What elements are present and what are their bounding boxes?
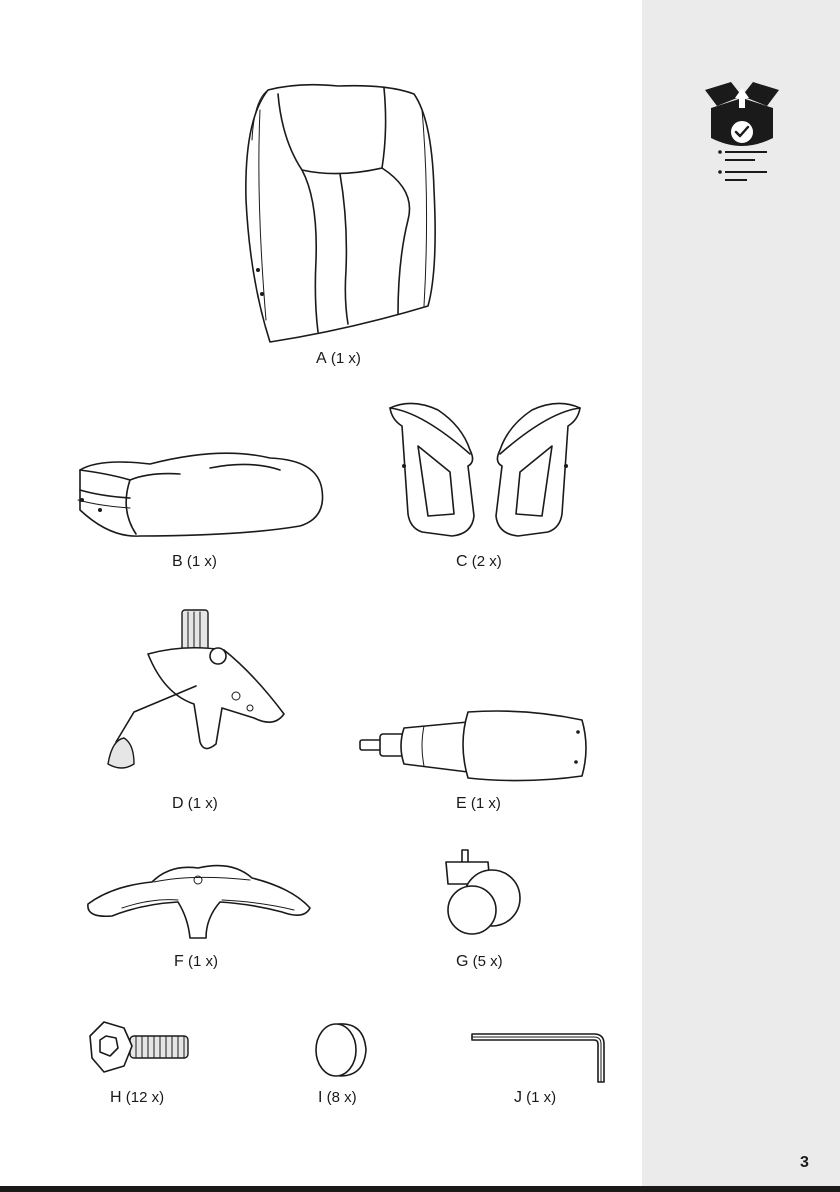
part-e-label: E (1 x) [456,795,501,813]
part-j-letter: J [514,1089,522,1106]
seat-illustration [70,440,326,540]
part-h-letter: H [110,1089,122,1106]
part-d-quantity: (1 x) [188,795,218,812]
part-e-gas-cylinder [356,702,592,788]
part-i-cap [314,1020,368,1080]
part-c-armrests [382,396,588,542]
hex-key-illustration [470,1030,610,1086]
part-a-letter: A [316,350,327,367]
star-base-illustration [82,858,314,944]
part-a-quantity: (1 x) [331,350,361,367]
part-d-label: D (1 x) [172,795,218,813]
page-number: 3 [800,1154,809,1172]
part-h-quantity: (12 x) [126,1089,164,1106]
part-b-letter: B [172,553,183,570]
part-i-label: I (8 x) [318,1089,357,1107]
part-b-seat [70,440,326,540]
part-a-backrest [238,80,442,346]
bolt-illustration [82,1018,192,1078]
part-b-quantity: (1 x) [187,553,217,570]
caster-illustration [436,848,522,938]
part-e-quantity: (1 x) [471,795,501,812]
part-g-quantity: (5 x) [473,953,503,970]
gas-cylinder-illustration [356,702,592,788]
bottom-divider [0,1186,840,1192]
part-c-letter: C [456,553,468,570]
backrest-illustration [238,80,442,346]
mechanism-illustration [104,604,290,776]
part-c-label: C (2 x) [456,553,502,571]
part-g-caster [436,848,522,938]
part-f-quantity: (1 x) [188,953,218,970]
part-g-letter: G [456,953,468,970]
part-f-base [82,858,314,944]
part-b-label: B (1 x) [172,553,217,571]
package-contents-checklist-icon [697,80,787,190]
part-f-label: F (1 x) [174,953,218,971]
part-c-quantity: (2 x) [472,553,502,570]
part-i-letter: I [318,1089,322,1106]
part-h-bolt [82,1018,192,1078]
part-g-label: G (5 x) [456,953,503,971]
parts-list-panel: A (1 x) B (1 x) C [0,0,642,1186]
part-j-label: J (1 x) [514,1089,556,1107]
cap-illustration [314,1020,368,1080]
part-e-letter: E [456,795,467,812]
sidebar [642,0,840,1186]
part-i-quantity: (8 x) [327,1089,357,1106]
part-j-hex-key [470,1030,610,1086]
part-j-quantity: (1 x) [526,1089,556,1106]
part-a-label: A (1 x) [316,350,361,368]
part-f-letter: F [174,953,184,970]
part-d-letter: D [172,795,184,812]
part-h-label: H (12 x) [110,1089,164,1107]
armrests-illustration [382,396,588,542]
part-d-mechanism [104,604,290,776]
